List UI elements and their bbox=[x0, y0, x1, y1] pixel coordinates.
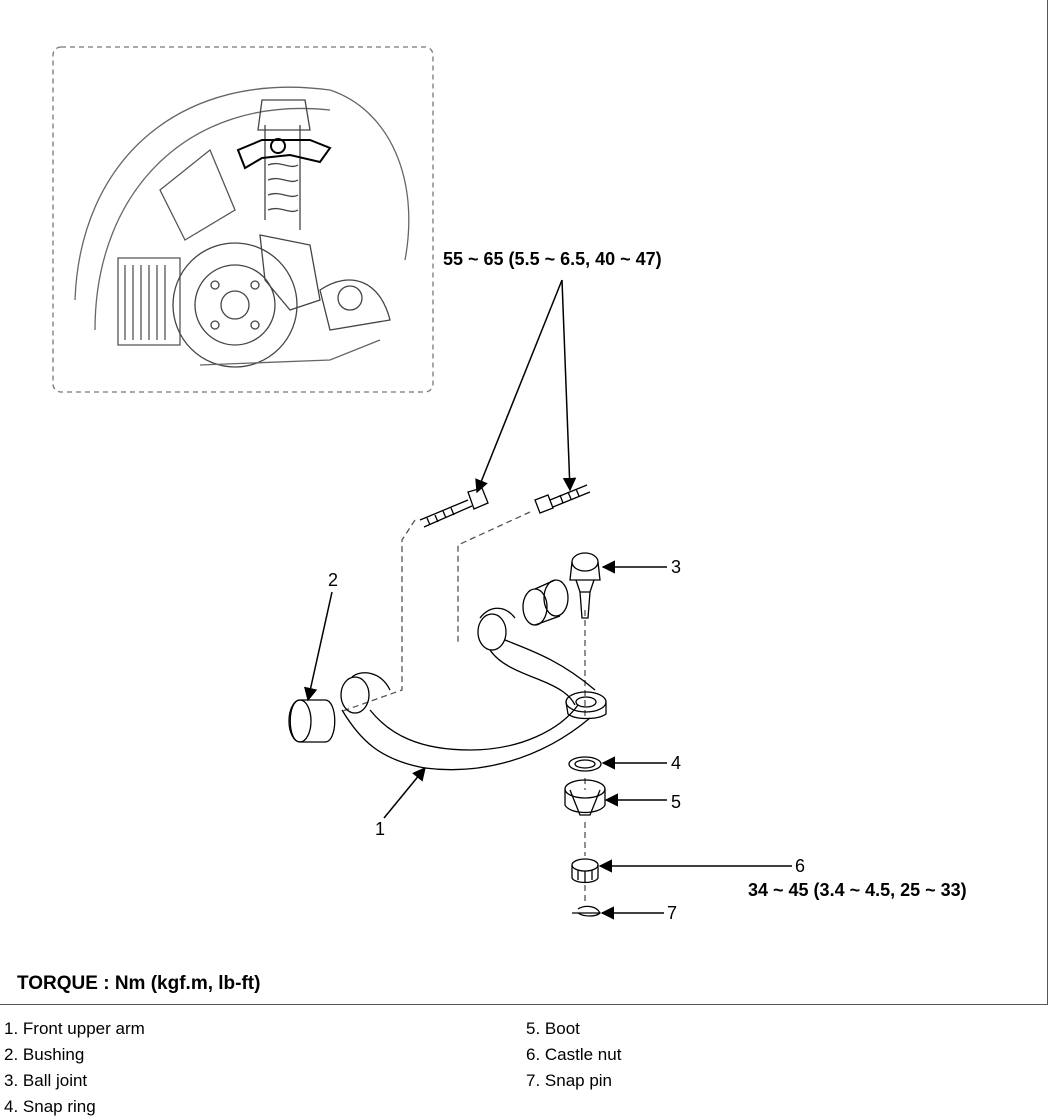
ball-joint bbox=[569, 552, 601, 619]
bushing-front bbox=[288, 699, 336, 743]
bolt-left bbox=[419, 487, 489, 528]
alignment-lines bbox=[339, 511, 586, 905]
boot bbox=[564, 779, 606, 816]
bolt-right bbox=[534, 484, 591, 514]
callout-3: 3 bbox=[671, 557, 682, 577]
castle-nut bbox=[571, 858, 599, 884]
callout-2: 2 bbox=[328, 570, 339, 590]
snap-pin bbox=[572, 905, 601, 917]
bushing-rear bbox=[522, 579, 569, 626]
callout-4: 4 bbox=[671, 753, 682, 773]
upper-arm bbox=[340, 607, 607, 771]
nut-torque-label: 34 ~ 45 (3.4 ~ 4.5, 25 ~ 33) bbox=[748, 880, 967, 900]
legend-item: 2. Bushing bbox=[4, 1045, 85, 1064]
legend-item: 7. Snap pin bbox=[526, 1071, 613, 1090]
callout-5: 5 bbox=[671, 792, 682, 812]
diagram-frame bbox=[0, 0, 1048, 1005]
legend-item: 1. Front upper arm bbox=[4, 1019, 145, 1038]
inset-wheel-view bbox=[52, 46, 434, 393]
legend-item: 5. Boot bbox=[526, 1019, 580, 1038]
legend-right: 5. Boot 6. Castle nut 7. Snap pin bbox=[526, 1016, 621, 1094]
callout-7: 7 bbox=[667, 903, 678, 923]
callout-1: 1 bbox=[375, 819, 386, 839]
legend-item: 3. Ball joint bbox=[4, 1071, 88, 1090]
torque-unit-title: TORQUE : Nm (kgf.m, lb-ft) bbox=[17, 973, 261, 994]
leader-lines bbox=[304, 279, 792, 920]
callout-6: 6 bbox=[795, 856, 806, 876]
snap-ring bbox=[568, 756, 602, 772]
legend-item: 4. Snap ring bbox=[4, 1097, 96, 1116]
legend-left: 1. Front upper arm 2. Bushing 3. Ball jo… bbox=[4, 1016, 145, 1120]
bolt-torque-label: 55 ~ 65 (5.5 ~ 6.5, 40 ~ 47) bbox=[443, 249, 662, 269]
exploded-view-drawing bbox=[52, 46, 792, 920]
legend-item: 6. Castle nut bbox=[526, 1045, 622, 1064]
